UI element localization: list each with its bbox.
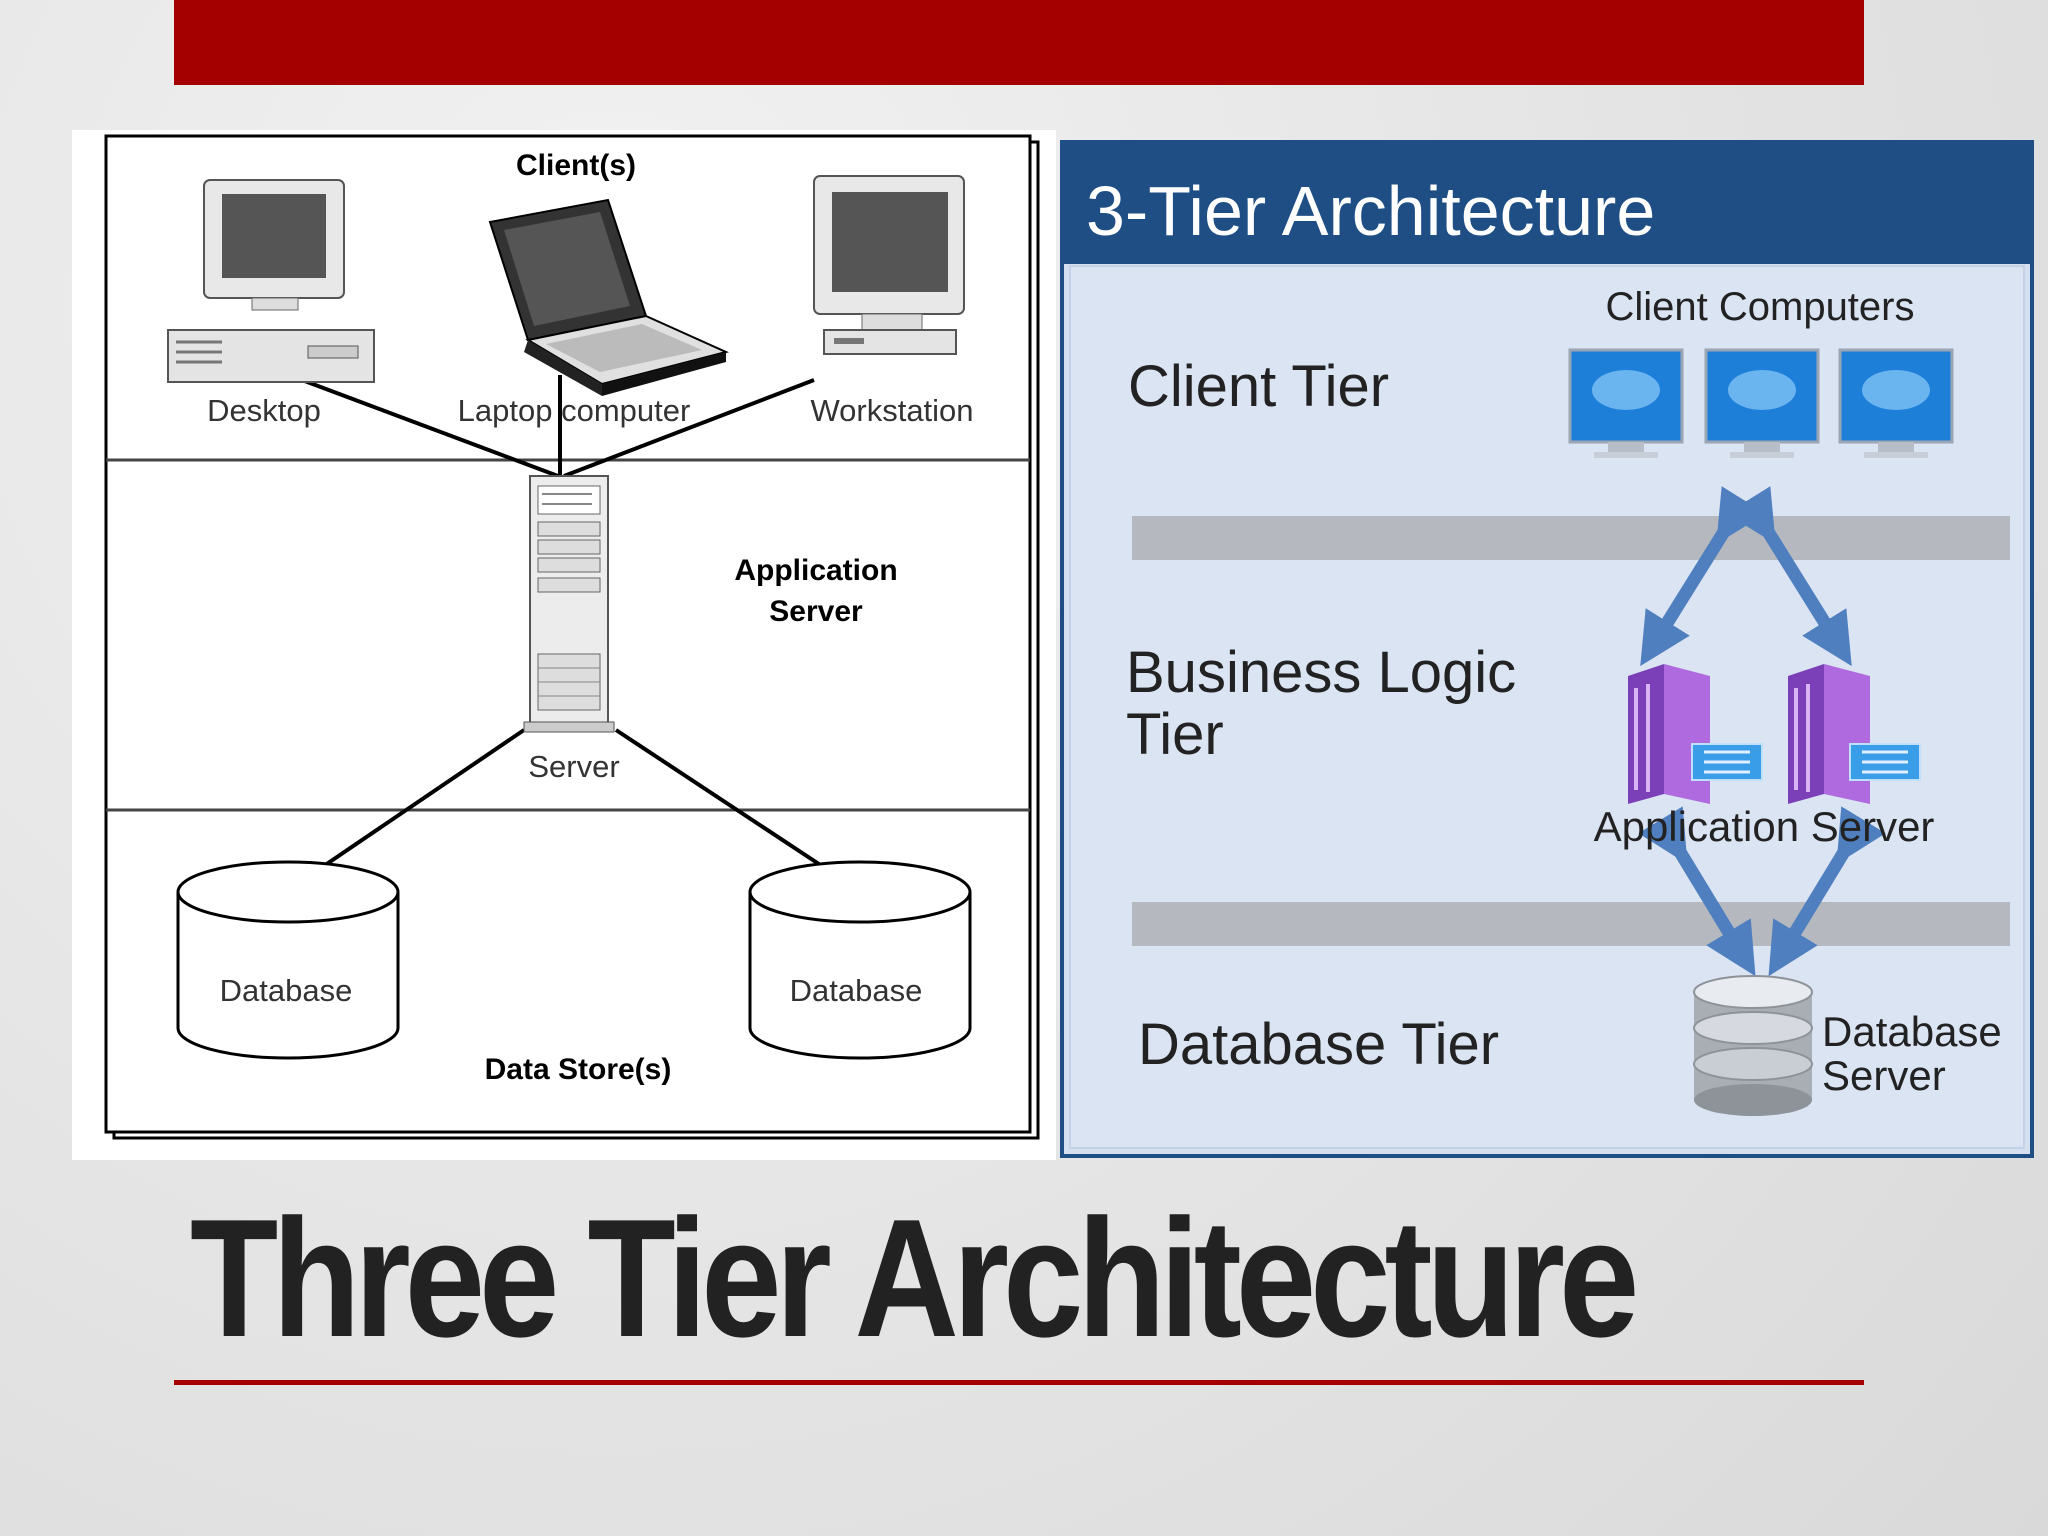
application-server-title: Application (734, 554, 897, 587)
bottom-accent-rule (174, 1380, 1864, 1385)
top-accent-bar (174, 0, 1864, 85)
desktop-label: Desktop (207, 393, 321, 428)
application-server-icon (1788, 664, 1921, 804)
business-logic-tier-label-line2: Tier (1126, 702, 1224, 767)
application-server-icon (1628, 664, 1763, 804)
workstation-icon (813, 175, 965, 355)
application-server-tower-icon (523, 475, 615, 733)
laptop-computer-icon (488, 198, 730, 396)
application-server-title-line2: Server (769, 595, 863, 628)
business-logic-tier-label: Business Logic (1126, 640, 1516, 705)
server-label: Server (528, 749, 619, 784)
data-stores-title: Data Store(s) (485, 1053, 672, 1086)
database-cylinder-icon (176, 860, 400, 1060)
client-computer-icon (1568, 348, 1684, 458)
client-computer-icon (1838, 348, 1954, 458)
database-label: Database (790, 973, 923, 1008)
tier-separator-bar (1132, 516, 2010, 560)
database-server-icon (1693, 975, 1813, 1116)
database-server-label-line2: Server (1822, 1052, 1946, 1099)
left-architecture-diagram: Client(s) Desktop Laptop computer Workst… (72, 130, 1056, 1160)
workstation-label: Workstation (810, 393, 973, 428)
diagram-header-band (1062, 142, 2032, 264)
client-computer-icon (1704, 348, 1820, 458)
application-server-label: Application Server (1594, 803, 1935, 850)
clients-title: Client(s) (516, 149, 636, 182)
client-computers-label: Client Computers (1605, 285, 1914, 329)
right-architecture-diagram: 3-Tier Architecture Client Computers Cli… (1060, 140, 2036, 1160)
bidirectional-arrow-icon (1638, 486, 1886, 977)
laptop-label: Laptop computer (458, 393, 691, 428)
tier-separator-bar (1132, 902, 2010, 946)
diagram-header-title: 3-Tier Architecture (1086, 172, 1655, 250)
database-cylinder-icon (748, 860, 972, 1060)
database-tier-label: Database Tier (1138, 1012, 1499, 1077)
database-server-label: Database (1822, 1008, 2002, 1055)
client-tier-label: Client Tier (1128, 354, 1389, 419)
slide-title: Three Tier Architecture (190, 1184, 1639, 1372)
database-label: Database (220, 973, 353, 1008)
desktop-computer-icon (167, 179, 375, 383)
